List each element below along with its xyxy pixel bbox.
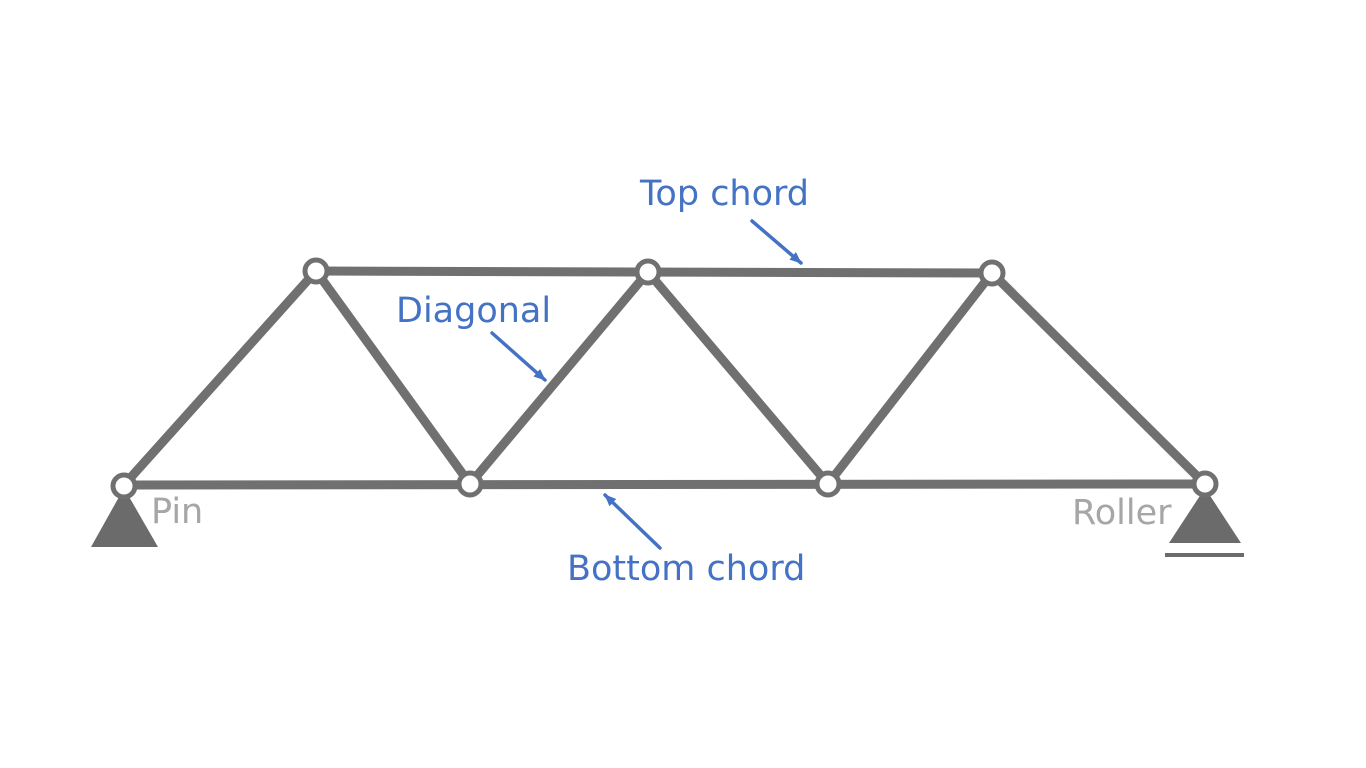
joint-bottom-right [1191,470,1219,498]
bottom-chord-label: Bottom chord [567,549,805,589]
diagonal-member-3 [643,267,833,489]
joint-top-2 [634,258,662,286]
annotation-arrows [490,219,803,550]
joint-top-3 [978,259,1006,287]
end-post-left [119,266,321,490]
joint-bottom-3 [814,470,842,498]
joint-bottom-2 [456,470,484,498]
pin-label: Pin [151,492,203,532]
bottom-chord-member [119,479,1210,490]
pin-support [91,488,158,547]
diagonal-member-4 [823,268,997,489]
diagonal-arrow [490,331,547,382]
truss-joints [110,257,1219,500]
end-post-right [987,268,1210,489]
diagonal-member-2 [465,267,653,489]
truss-members [119,266,1210,490]
joint-top-1 [302,257,330,285]
top-chord-arrow [750,219,803,265]
supports [91,488,1244,557]
roller-label: Roller [1072,493,1172,533]
roller-support [1169,488,1241,543]
bottom-chord-arrow [603,493,662,550]
diagonal-label: Diagonal [396,291,551,331]
joint-bottom-left [110,472,138,500]
top-chord-label: Top chord [639,174,809,214]
labels: Top chord Diagonal Bottom chord Pin Roll… [151,174,1172,589]
diagonal-member-1 [311,266,475,489]
